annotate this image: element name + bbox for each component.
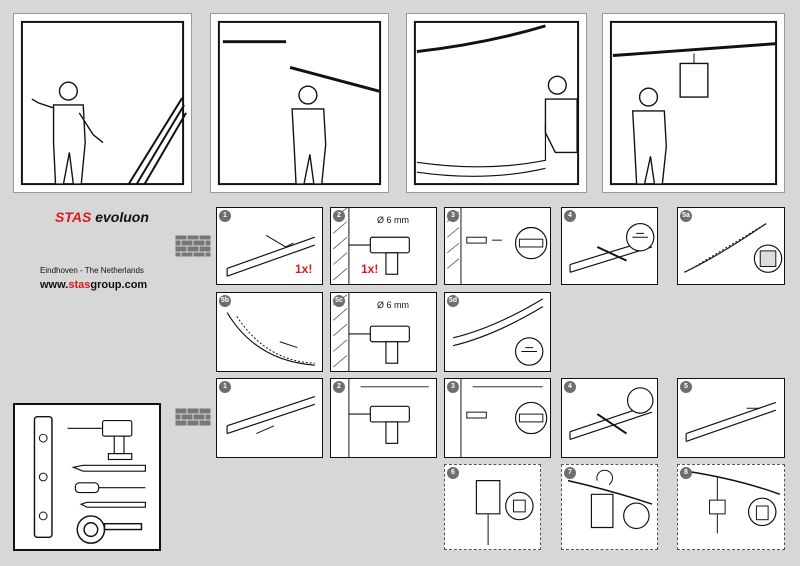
hook-hanging-illustration (684, 470, 781, 534)
brand-suffix: evoluon (95, 209, 149, 225)
location-text: Eindhoven - The Netherlands (40, 266, 144, 275)
screw-rail-illustration (569, 223, 655, 273)
step-row2-5c: 5c Ø 6 mm (330, 292, 437, 372)
step-row2-5d: 5d (444, 292, 551, 372)
curved-rail-screw-illustration (453, 298, 544, 366)
step-row3-1: 1 (216, 378, 323, 458)
intro-panel-2 (210, 13, 389, 193)
insert-plug-illustration (460, 379, 548, 457)
step-number: 5b (219, 295, 231, 307)
step-number: 5d (447, 295, 459, 307)
once-note: 1x! (295, 262, 313, 276)
step-row3-4: 4 (561, 378, 658, 458)
tape-measure-icon (76, 515, 143, 544)
bend-rail-illustration (683, 223, 783, 273)
step-row1-2: 2 Ø 6 mm 1x! (330, 207, 437, 285)
insert-plug-illustration (447, 208, 548, 284)
drill-icon (67, 419, 133, 461)
intro-panel-3 (406, 13, 587, 193)
intro-panel-1 (13, 13, 192, 193)
drill-hole-illustration (333, 293, 410, 371)
curved-wall-mark-illustration (226, 312, 315, 366)
step-number: 3 (447, 210, 459, 222)
step-number: 8 (680, 467, 692, 479)
website-link[interactable]: www.stasgroup.com (40, 279, 147, 291)
step-row2-5b: 5b (216, 292, 323, 372)
step-row3-5: 5 (677, 378, 785, 458)
drill-hole-illustration (348, 379, 429, 457)
step-number: 1 (219, 210, 231, 222)
step-row4-8: 8 (677, 464, 785, 550)
brick-wall-icon (175, 235, 211, 257)
website-pre: www. (40, 279, 69, 291)
drill-diameter: Ø 6 mm (377, 215, 410, 225)
person-placing-rail-illustration (217, 20, 382, 186)
step-number: 5 (680, 381, 692, 393)
brand-logo: STAS evoluon (55, 209, 149, 225)
step-number: 2 (333, 381, 345, 393)
person-marking-wall-illustration (20, 20, 187, 186)
step-row1-1: 1 1x! (216, 207, 323, 285)
step-row3-2: 2 (330, 378, 437, 458)
intro-panel-4 (602, 13, 785, 193)
level-icon (33, 415, 53, 539)
tools-panel (13, 403, 161, 551)
brand-prefix: STAS (55, 209, 92, 225)
hook-illustration (475, 480, 534, 546)
finished-rail-illustration (685, 401, 777, 442)
website-accent: stas (68, 279, 91, 291)
tools-illustration (33, 415, 146, 544)
plain-wall-icon (175, 408, 211, 426)
step-number: 1 (219, 381, 231, 393)
once-note: 1x! (361, 262, 379, 276)
hook-insert-illustration (567, 469, 653, 530)
step-number: 4 (564, 210, 576, 222)
mark-hole-illustration (226, 395, 316, 435)
pencil-2-icon (79, 501, 146, 508)
screw-rail-illustration (569, 387, 654, 441)
step-row1-3: 3 (444, 207, 551, 285)
step-number: 3 (447, 381, 459, 393)
step-number: 6 (447, 467, 459, 479)
step-number: 7 (564, 467, 576, 479)
step-number: 4 (564, 381, 576, 393)
step-number: 5a (680, 210, 692, 222)
step-number: 5c (333, 295, 345, 307)
step-row3-3: 3 (444, 378, 551, 458)
website-post: group.com (90, 279, 148, 291)
step-row4-7: 7 (561, 464, 658, 550)
pencil-icon (71, 464, 146, 472)
curved-rail-illustration (413, 20, 580, 186)
drill-diameter: Ø 6 mm (377, 300, 410, 310)
hanging-picture-illustration (609, 20, 778, 186)
mark-hole-illustration (226, 234, 316, 277)
screwdriver-icon (74, 482, 146, 494)
step-row4-6: 6 (444, 464, 541, 550)
step-number: 2 (333, 210, 345, 222)
step-row1-4: 4 (561, 207, 658, 285)
step-row1-5a: 5a (677, 207, 785, 285)
